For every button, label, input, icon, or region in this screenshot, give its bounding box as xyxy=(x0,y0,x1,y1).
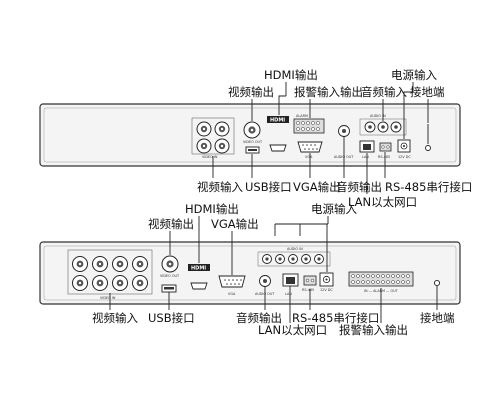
top-label-ground: 接地端 xyxy=(410,85,445,99)
top-hdmi-port: HDMI xyxy=(267,116,289,152)
top-ground-screw xyxy=(425,124,431,151)
top-bnc-connector xyxy=(196,121,212,137)
bottom-usb-port xyxy=(161,284,177,293)
top-rca-connector xyxy=(390,121,402,133)
top-label-video-in: 视频输入 xyxy=(197,180,243,194)
bottom-lan-print: LAN xyxy=(285,292,292,296)
bottom-bnc-connector xyxy=(132,275,148,291)
top-power-jack: 12V DC xyxy=(397,139,411,159)
top-label-audio-in: 音频输入 xyxy=(361,85,407,99)
top-label-usb: USB接口 xyxy=(245,180,292,194)
top-alarm-print: ALARM xyxy=(296,114,308,118)
top-video-in-print: VIDEO IN xyxy=(202,155,218,159)
bottom-bnc-connector xyxy=(92,256,108,272)
top-vga-port: VGA xyxy=(297,141,323,159)
bottom-label-hdmi-out: HDMI输出 xyxy=(185,202,239,216)
top-video-in-frame xyxy=(191,117,235,155)
bottom-audio-in-print: AUDIO IN xyxy=(287,247,303,251)
bottom-label-alarm-io: 报警输入输出 xyxy=(339,323,408,337)
top-device-panel-inset xyxy=(43,107,457,163)
top-dc-print: 12V DC xyxy=(398,155,411,159)
bottom-video-out-bnc: VIDEO OUT xyxy=(160,255,180,278)
bottom-rs485-print: RS-485 xyxy=(302,288,314,292)
top-rca-connector xyxy=(377,121,389,133)
top-alarm-terminal: ALARM xyxy=(293,114,325,134)
top-label-audio-out: 音频输出 xyxy=(336,180,382,194)
top-label-hdmi-out: HDMI输出 xyxy=(264,68,318,82)
bottom-hdmi-logo: HDMI xyxy=(191,266,206,272)
bottom-ground-screw xyxy=(433,279,441,287)
top-label-lan: LAN以太网口 xyxy=(348,195,417,209)
bottom-label-video-in: 视频输入 xyxy=(92,311,138,325)
top-bnc-connector xyxy=(196,138,212,154)
bottom-lan-port: LAN xyxy=(282,273,299,296)
bottom-bnc-connector xyxy=(72,256,88,272)
top-label-power-in: 电源输入 xyxy=(391,68,437,82)
bottom-label-rs485: RS-485串行接口 xyxy=(292,311,379,325)
top-video-out-bnc: VIDEO OUT xyxy=(243,121,263,144)
bottom-rca-connector xyxy=(314,254,324,264)
top-usb-port xyxy=(245,146,260,154)
bottom-label-video-out: 视频输出 xyxy=(148,217,194,231)
top-bnc-connector xyxy=(214,121,230,137)
bottom-label-power-in: 电源输入 xyxy=(311,202,357,216)
top-vga-print: VGA xyxy=(305,155,313,159)
bottom-power-jack: 12V DC xyxy=(319,272,334,292)
bottom-rca-connector xyxy=(288,254,298,264)
bottom-leader-lines xyxy=(109,216,438,323)
bottom-bnc-connector xyxy=(132,256,148,272)
bottom-video-out-print: VIDEO OUT xyxy=(160,274,180,278)
top-hdmi-logo: HDMI xyxy=(270,118,285,124)
bottom-hdmi-port: HDMI xyxy=(188,264,210,290)
bottom-audio-in-rca-group: AUDIO IN xyxy=(257,247,331,267)
bottom-bnc-connector xyxy=(72,275,88,291)
top-device: VIDEO IN VIDEO OUT HDMI ALARM xyxy=(39,68,472,209)
bottom-rca-connector xyxy=(275,254,285,264)
top-label-vga-out: VGA输出 xyxy=(293,180,341,194)
top-rs485-terminal: RS-485 xyxy=(378,142,392,159)
bottom-rca-connector xyxy=(301,254,311,264)
top-leader-lines xyxy=(212,82,429,194)
top-label-rs485: RS-485串行接口 xyxy=(385,180,472,194)
top-label-video-out: 视频输出 xyxy=(228,85,274,99)
top-audio-in-rca-group: AUDIO IN xyxy=(359,114,407,136)
bottom-label-audio-out: 音频输出 xyxy=(236,311,282,325)
bottom-bnc-connector xyxy=(112,275,128,291)
bottom-rs485-terminal: RS-485 xyxy=(302,275,317,292)
bottom-vga-port: VGA xyxy=(218,275,246,296)
top-lan-port: LAN xyxy=(359,140,375,159)
bottom-dc-print: 12V DC xyxy=(320,288,333,292)
top-label-alarm-io: 报警输入输出 xyxy=(294,85,363,99)
bottom-vga-print: VGA xyxy=(228,292,236,296)
top-video-out-print: VIDEO OUT xyxy=(243,140,263,144)
bottom-video-in-bnc-group: VIDEO IN xyxy=(67,249,153,300)
top-rs485-print: RS-485 xyxy=(378,155,390,159)
bottom-device-panel-inset xyxy=(43,245,457,301)
bottom-rca-connector xyxy=(262,254,272,264)
bottom-label-ground: 接地端 xyxy=(420,311,455,325)
top-bnc-connector xyxy=(214,138,230,154)
bottom-bnc-connector xyxy=(112,256,128,272)
bottom-device: VIDEO IN VIDEO OUT HDMI VGA AUDIO xyxy=(39,202,461,337)
top-lan-print: LAN xyxy=(362,155,369,159)
top-video-in-bnc-group: VIDEO IN xyxy=(191,117,235,159)
bottom-bnc-connector xyxy=(92,275,108,291)
top-rca-connector xyxy=(364,121,376,133)
bottom-label-usb: USB接口 xyxy=(148,311,195,325)
bottom-label-lan: LAN以太网口 xyxy=(258,323,327,337)
bottom-label-vga-out: VGA输出 xyxy=(211,217,259,231)
top-audio-in-print: AUDIO IN xyxy=(370,114,386,118)
bottom-video-in-print: VIDEO IN xyxy=(100,296,116,300)
